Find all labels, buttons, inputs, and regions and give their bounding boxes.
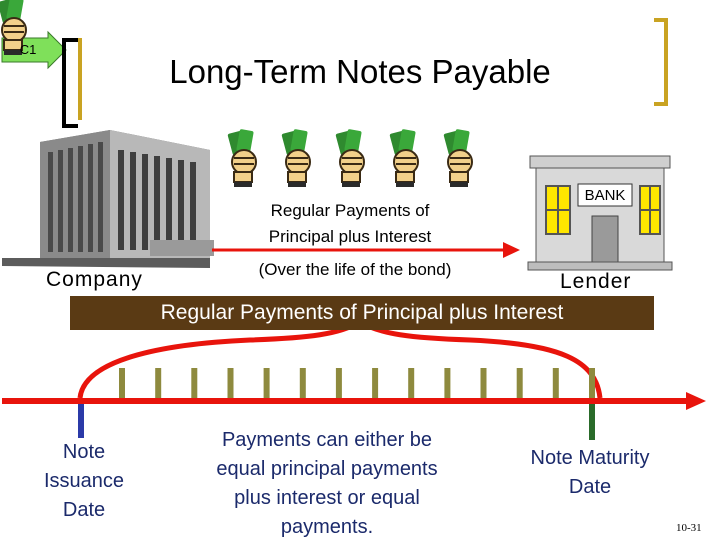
bank-icon	[527, 155, 673, 271]
payment-tick	[155, 368, 162, 398]
lender-label: Lender	[560, 270, 632, 293]
payments-note-line: plus interest or equal	[234, 487, 420, 509]
right-bracket	[654, 18, 668, 106]
payment-ticks	[119, 368, 595, 398]
arrow-label-line1: Regular Payments of	[270, 201, 430, 220]
page-title: Long-Term Notes Payable	[169, 53, 551, 90]
payment-tick	[299, 368, 306, 398]
left-bracket	[62, 38, 78, 128]
payments-note-line: payments.	[280, 516, 374, 538]
money-hand-icon	[280, 127, 311, 188]
payment-tick	[589, 368, 595, 398]
payments-note: Payments can either be equal principal p…	[172, 426, 482, 542]
payment-tick	[227, 368, 234, 398]
maturity-line: Date	[568, 476, 612, 498]
payment-tick	[480, 368, 487, 398]
money-hand-icon	[334, 127, 365, 188]
issuance-line: Issuance	[43, 470, 125, 492]
note-issuance-label: Note Issuance Date	[22, 438, 146, 525]
timeline-arrow-icon	[686, 392, 706, 410]
arrow-sublabel: (Over the life of the bond)	[258, 260, 452, 279]
company-label: Company	[46, 268, 143, 291]
payments-note-line: Payments can either be	[221, 429, 433, 451]
issuance-line: Date	[62, 499, 106, 521]
banner-box	[70, 296, 654, 330]
arrow-head-icon	[503, 242, 520, 258]
money-hand-icon	[0, 0, 27, 55]
money-hand-icon	[388, 127, 419, 188]
payment-tick	[516, 368, 523, 398]
page-number: 10-31	[676, 522, 702, 534]
money-hand-icon	[226, 127, 257, 188]
banner-text: Regular Payments of Principal plus Inter…	[160, 301, 564, 324]
building-icon	[2, 130, 214, 268]
issuance-marker	[78, 404, 84, 438]
payment-tick	[552, 368, 559, 398]
payment-tick	[335, 368, 342, 398]
payments-note-line: equal principal payments	[216, 458, 438, 480]
badge-label: C1	[19, 42, 37, 57]
arrow-label-line2: Principal plus Interest	[268, 227, 432, 246]
payment-tick	[119, 368, 125, 398]
arrow-label: Regular Payments of Principal plus Inter…	[235, 198, 465, 250]
note-maturity-label: Note Maturity Date	[500, 444, 680, 502]
maturity-marker	[589, 404, 595, 440]
payment-tick	[191, 368, 198, 398]
bank-sign: BANK	[584, 187, 626, 204]
payment-tick	[372, 368, 379, 398]
money-hand-icon	[442, 127, 473, 188]
payment-tick	[263, 368, 270, 398]
issuance-line: Note	[62, 441, 106, 463]
payment-tick	[444, 368, 451, 398]
payment-tick	[408, 368, 415, 398]
maturity-line: Note Maturity	[530, 447, 650, 469]
